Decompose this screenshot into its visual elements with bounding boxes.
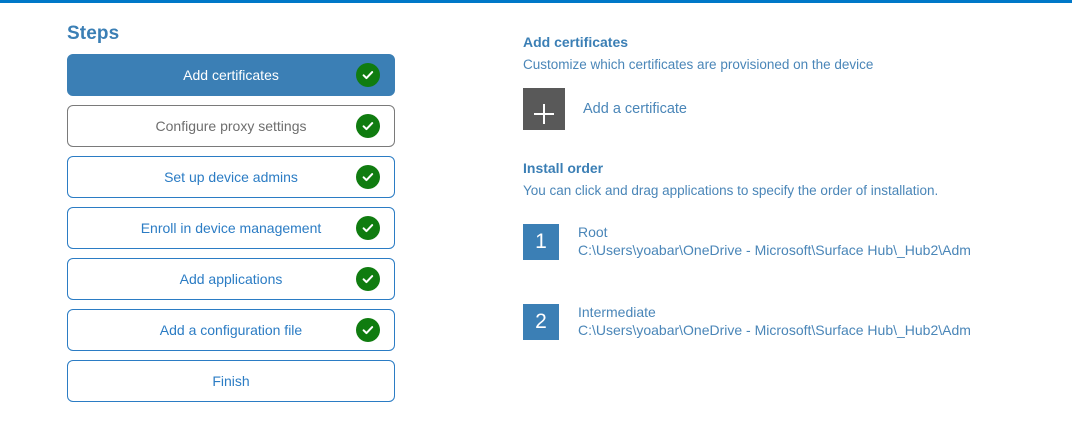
check-circle-icon: [356, 63, 380, 87]
install-item-path: C:\Users\yoabar\OneDrive - Microsoft\Sur…: [578, 242, 971, 258]
add-certificate-label[interactable]: Add a certificate: [583, 101, 687, 117]
step-button-label: Enroll in device management: [140, 220, 322, 236]
step-button-3[interactable]: Enroll in device management: [67, 207, 395, 249]
step-button-label: Add applications: [179, 271, 283, 287]
install-item-name: Intermediate: [578, 304, 656, 321]
step-button-label: Finish: [212, 373, 250, 389]
install-order-number: 2: [523, 304, 559, 340]
detail-pane: Add certificates Customize which certifi…: [523, 3, 1063, 384]
step-button-label: Set up device admins: [164, 169, 298, 185]
add-certificate-button[interactable]: Add a certificate: [523, 88, 687, 130]
step-button-label: Configure proxy settings: [155, 118, 307, 134]
check-circle-icon: [356, 165, 380, 189]
install-order-description: You can click and drag applications to s…: [523, 183, 939, 198]
install-item-name: Root: [578, 224, 608, 241]
step-button-2[interactable]: Set up device admins: [67, 156, 395, 198]
step-button-6[interactable]: Finish: [67, 360, 395, 402]
check-circle-icon: [356, 114, 380, 138]
top-accent-rule: [0, 0, 1072, 3]
step-button-0[interactable]: Add certificates: [67, 54, 395, 96]
step-button-label: Add a configuration file: [159, 322, 303, 338]
step-button-1[interactable]: Configure proxy settings: [67, 105, 395, 147]
install-order-heading: Install order: [523, 160, 604, 176]
step-button-5[interactable]: Add a configuration file: [67, 309, 395, 351]
check-circle-icon: [356, 318, 380, 342]
step-button-label: Add certificates: [183, 67, 279, 83]
check-circle-icon: [356, 216, 380, 240]
install-order-number: 1: [523, 224, 559, 260]
check-circle-icon: [356, 267, 380, 291]
certificates-heading: Add certificates: [523, 34, 629, 50]
plus-icon[interactable]: [523, 88, 565, 130]
steps-heading: Steps: [67, 23, 120, 44]
install-item-path: C:\Users\yoabar\OneDrive - Microsoft\Sur…: [578, 322, 971, 338]
certificates-description: Customize which certificates are provisi…: [523, 57, 874, 72]
step-button-4[interactable]: Add applications: [67, 258, 395, 300]
